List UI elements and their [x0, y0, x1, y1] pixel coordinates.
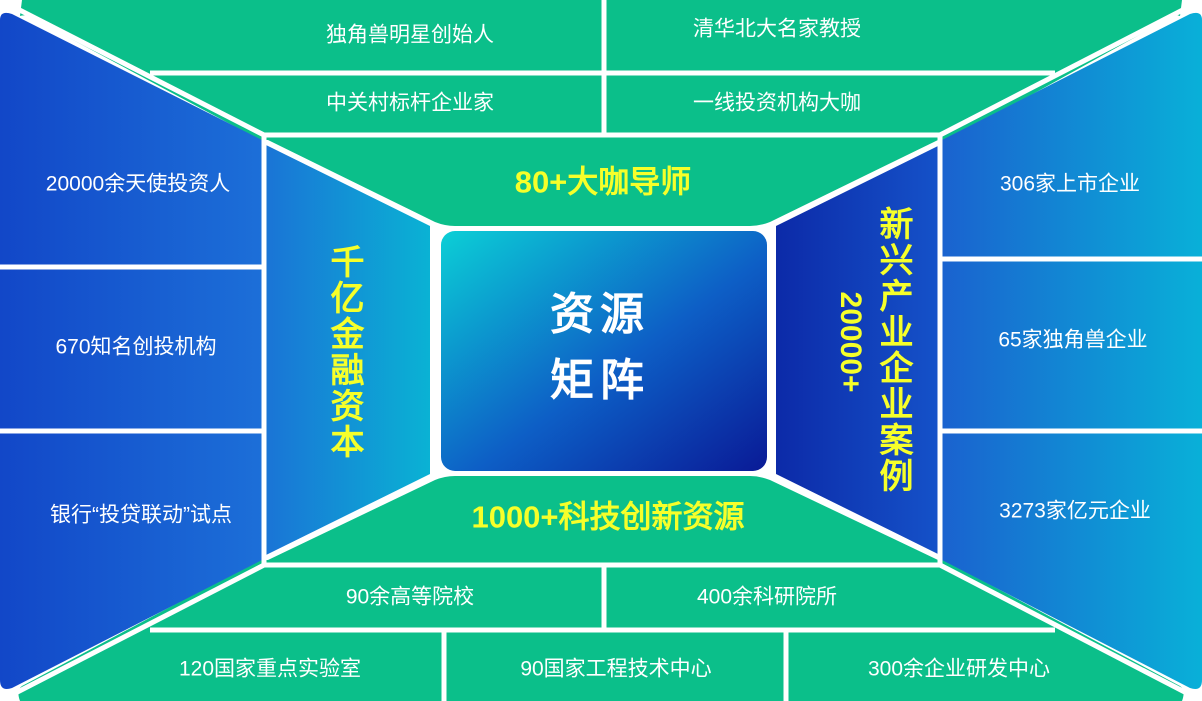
bottom-item-key-labs: 120国家重点实验室 [178, 657, 362, 681]
center-title-line2: 矩阵 [550, 356, 650, 405]
top-outer-band [20, 0, 1182, 140]
bottom-inner-panel [268, 476, 938, 560]
bottom-item-institutes: 400余科研院所 [696, 585, 838, 609]
center-core [441, 231, 767, 471]
right-panel-number: 20000+ [834, 291, 867, 393]
right-panel-headline: 新兴产业企业案例 [874, 206, 912, 494]
top-inner-panel [268, 140, 938, 226]
right-item-listed-companies: 306家上市企业 [999, 172, 1141, 196]
bottom-panel-headline: 1000+科技创新资源 [471, 499, 745, 535]
top-item-unicorn-founders: 独角兽明星创始人 [326, 23, 494, 47]
left-panel-headline: 千亿金融资本 [325, 244, 363, 460]
left-item-vc-firms: 670知名创投机构 [55, 335, 217, 359]
right-item-unicorns: 65家独角兽企业 [998, 328, 1148, 352]
top-item-investors: 一线投资机构大咖 [693, 91, 861, 115]
right-item-billion-yuan: 3273家亿元企业 [999, 499, 1151, 523]
left-item-angel-investors: 20000余天使投资人 [45, 172, 231, 196]
top-item-entrepreneurs: 中关村标杆企业家 [326, 91, 494, 115]
right-inner-panel [776, 145, 940, 555]
top-item-professors: 清华北大名家教授 [693, 17, 861, 41]
bottom-item-rd-centers: 300余企业研发中心 [867, 657, 1051, 681]
left-inner-panel [266, 145, 430, 555]
right-outer-panel [942, 12, 1202, 690]
top-panel-headline: 80+大咖导师 [514, 164, 692, 200]
center-title-line1: 资源 [550, 290, 650, 339]
bottom-item-universities: 90余高等院校 [345, 585, 475, 609]
left-item-bank-pilot: 银行“投贷联动”试点 [50, 503, 232, 527]
left-outer-panel [0, 12, 262, 690]
bottom-item-engineering-centers: 90国家工程技术中心 [520, 657, 712, 681]
